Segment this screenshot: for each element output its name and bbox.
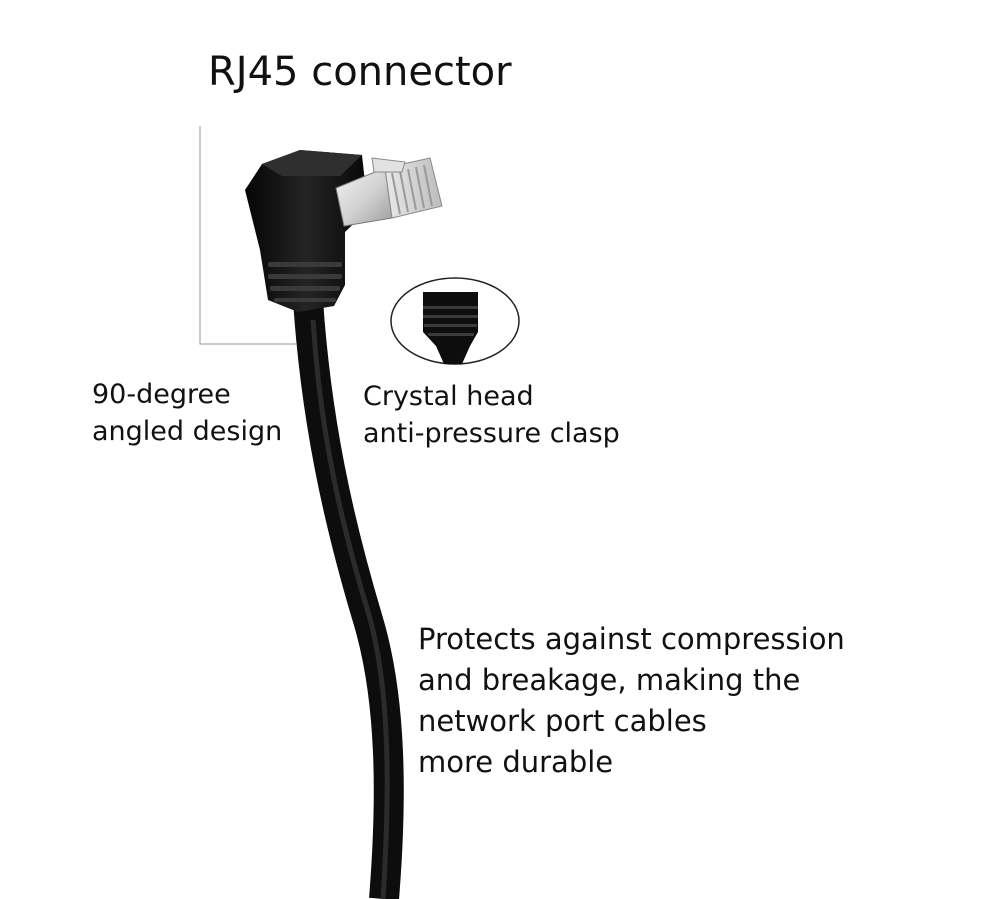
- angled-design-line-2: angled design: [92, 416, 283, 447]
- protection-line-3: network port cables: [418, 704, 707, 738]
- rj45-plug: [335, 157, 443, 227]
- protection-line-2: and breakage, making the: [418, 663, 801, 697]
- angled-connector-head: [245, 150, 368, 312]
- angled-design-line-1: 90-degree: [92, 379, 231, 410]
- protection-line-1: Protects against compression: [418, 622, 845, 656]
- clasp-callout: Crystal head anti-pressure clasp: [363, 378, 620, 452]
- page-title: RJ45 connector: [208, 49, 512, 95]
- clasp-detail-inset: [390, 277, 520, 365]
- angle-bracket-line: [199, 126, 296, 345]
- clasp-line-1: Crystal head: [363, 381, 534, 412]
- cable-highlight: [310, 319, 390, 899]
- clasp-line-2: anti-pressure clasp: [363, 418, 620, 449]
- protection-line-4: more durable: [418, 745, 614, 779]
- protection-callout: Protects against compression and breakag…: [418, 619, 845, 783]
- angled-design-callout: 90-degree angled design: [92, 376, 282, 450]
